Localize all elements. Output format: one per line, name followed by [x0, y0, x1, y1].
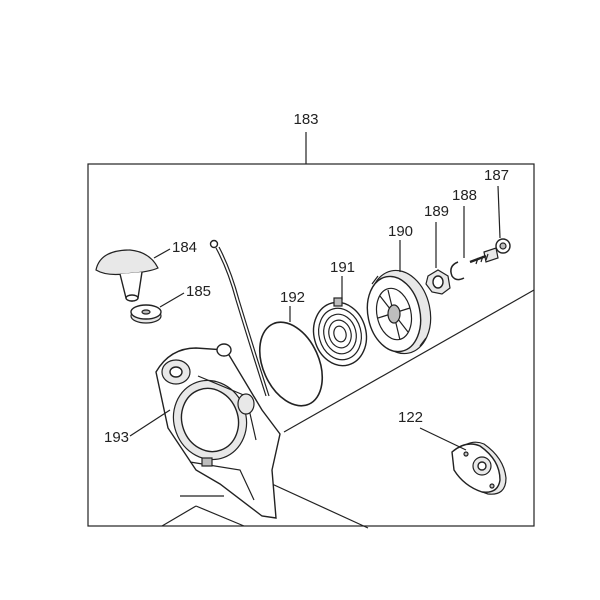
part-185-cap [130, 304, 162, 324]
part-187-screw [469, 238, 511, 265]
part-193-starter-housing [155, 343, 281, 519]
label-188: 188 [452, 187, 477, 204]
bottom-line-mid [195, 505, 245, 527]
label-183: 183 [293, 111, 318, 128]
starter-rope [209, 239, 270, 397]
leader-185 [159, 292, 185, 308]
diagram-frame [87, 163, 535, 527]
part-122-flange-plate [451, 441, 507, 495]
label-187: 187 [484, 167, 509, 184]
label-192: 192 [280, 289, 305, 306]
part-191-recoil-spring [312, 297, 368, 367]
section-line [283, 289, 535, 433]
label-190: 190 [388, 223, 413, 240]
part-184-starter-handle [95, 249, 159, 302]
label-193: 193 [104, 429, 129, 446]
label-191: 191 [330, 259, 355, 276]
part-192-ring [258, 321, 324, 407]
leader-193 [129, 409, 171, 437]
part-189-nut [425, 269, 451, 295]
bottom-line-left [161, 505, 197, 527]
label-189: 189 [424, 203, 449, 220]
part-190-rope-reel [366, 269, 432, 355]
part-188-circlip [450, 261, 465, 281]
leader-187 [497, 185, 501, 239]
label-122: 122 [398, 409, 423, 426]
leader-184 [153, 248, 171, 259]
label-185: 185 [186, 283, 211, 300]
leader-122 [419, 427, 467, 451]
label-184: 184 [172, 239, 197, 256]
